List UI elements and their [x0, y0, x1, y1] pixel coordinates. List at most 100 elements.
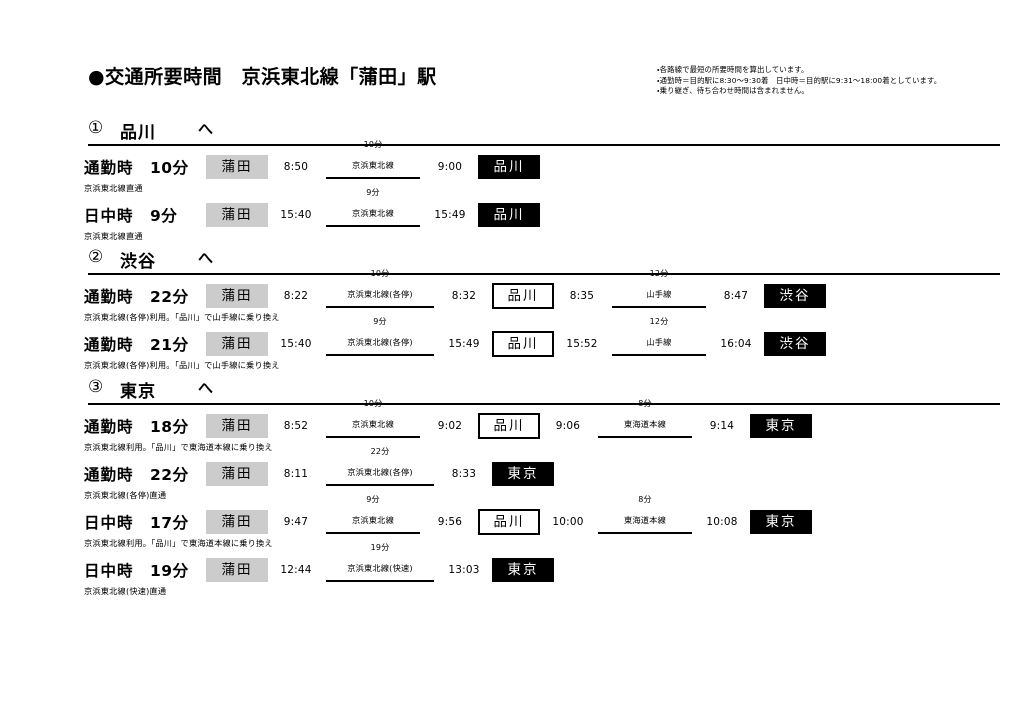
route-total-time: 18分: [150, 418, 189, 436]
leg-duration: 10分: [363, 140, 383, 149]
leg-line-name: 山手線: [646, 337, 672, 347]
route-leg: 19分京浜東北線(快速): [324, 543, 436, 585]
route-note: 京浜東北線直通: [84, 231, 143, 241]
destination-station-box: 品川: [478, 155, 540, 179]
departure-time: 12:44: [280, 564, 312, 576]
route-total-time: 22分: [150, 466, 189, 484]
leg-duration: 12分: [649, 317, 669, 326]
leg-duration: 19分: [370, 543, 390, 552]
rail-line-bar: [598, 531, 692, 534]
origin-station-box: 蒲田: [206, 203, 268, 227]
transfer-departure-time: 9:06: [555, 420, 581, 432]
arrival-time: 9:02: [437, 420, 463, 432]
rail-line-bar: [326, 579, 434, 582]
route-leg: 9分京浜東北線: [324, 495, 422, 537]
leg-line-name: 京浜東北線: [352, 515, 394, 525]
note-line: ・通勤時＝目的駅に8:30〜9:30着 日中時＝目的駅に9:31〜18:00着と…: [657, 75, 942, 85]
leg-duration: 9分: [366, 188, 380, 197]
transfer-departure-time: 15:52: [566, 338, 598, 350]
note-line: ・各路線で最短の所要時間を算出しています。: [657, 65, 809, 74]
destination-station-box: 東京: [750, 414, 812, 438]
route-note: 京浜東北線(快速)直通: [84, 586, 167, 596]
destination-station-box: 渋谷: [764, 284, 826, 308]
arrival-time: 13:03: [448, 564, 480, 576]
route-period: 通勤時: [84, 466, 134, 484]
transfer-station-box: 品川: [492, 283, 554, 309]
leg-duration: 9分: [366, 495, 380, 504]
route-period: 通勤時: [84, 159, 134, 177]
departure-time: 8:11: [283, 468, 309, 480]
section-destination: 東京: [120, 382, 156, 402]
destination-station-box: 渋谷: [764, 332, 826, 356]
origin-station-box: 蒲田: [206, 332, 268, 356]
arrival-time: 8:47: [723, 290, 749, 302]
route-period: 日中時: [84, 207, 134, 225]
destination-station-box: 東京: [750, 510, 812, 534]
destination-station-box: 東京: [492, 462, 554, 486]
route-total-time: 21分: [150, 336, 189, 354]
route-leg: 12分山手線: [610, 269, 708, 311]
leg-duration: 9分: [373, 317, 387, 326]
rail-line-bar: [326, 435, 420, 438]
route-leg: 10分京浜東北線(各停): [324, 269, 436, 311]
leg-line-name: 京浜東北線(各停): [347, 289, 413, 299]
route-total-time: 10分: [150, 159, 189, 177]
leg-line-name: 山手線: [646, 289, 672, 299]
arrival-time: 10:08: [706, 516, 738, 528]
leg-line-name: 京浜東北線(各停): [347, 337, 413, 347]
route-leg: 9分京浜東北線(各停): [324, 317, 436, 359]
rail-line-bar: [326, 305, 434, 308]
route-period: 通勤時: [84, 336, 134, 354]
page-title: ●交通所要時間 京浜東北線「蒲田」駅: [88, 66, 437, 88]
arrival-time: 16:04: [720, 338, 752, 350]
origin-station-box: 蒲田: [206, 155, 268, 179]
route-leg: 8分東海道本線: [596, 495, 694, 537]
transfer-departure-time: 10:00: [552, 516, 584, 528]
notes-block: ・各路線で最短の所要時間を算出しています。 ・通勤時＝目的駅に8:30〜9:30…: [657, 65, 997, 97]
departure-time: 9:47: [283, 516, 309, 528]
route-note: 京浜東北線利用。「品川」で東海道本線に乗り換え: [84, 442, 273, 452]
leg-duration: 10分: [370, 269, 390, 278]
section-suffix: へ: [198, 379, 214, 397]
origin-station-box: 蒲田: [206, 414, 268, 438]
route-total-time: 17分: [150, 514, 189, 532]
origin-station-box: 蒲田: [206, 284, 268, 308]
leg-line-name: 京浜東北線: [352, 208, 394, 218]
rail-line-bar: [612, 305, 706, 308]
departure-time: 15:40: [280, 338, 312, 350]
arrival-time: 15:49: [448, 338, 480, 350]
departure-time: 8:22: [283, 290, 309, 302]
leg-line-name: 京浜東北線: [352, 160, 394, 170]
rail-line-bar: [326, 176, 420, 179]
leg-duration: 12分: [649, 269, 669, 278]
route-leg: 10分京浜東北線: [324, 140, 422, 182]
route-note: 京浜東北線(各停)直通: [84, 490, 167, 500]
route-leg: 9分京浜東北線: [324, 188, 422, 230]
departure-time: 8:50: [283, 161, 309, 173]
arrival-time: 9:56: [437, 516, 463, 528]
route-period: 日中時: [84, 514, 134, 532]
route-leg: 12分山手線: [610, 317, 708, 359]
section-suffix: へ: [198, 249, 214, 267]
route-note: 京浜東北線利用。「品川」で東海道本線に乗り換え: [84, 538, 273, 548]
leg-duration: 8分: [638, 399, 652, 408]
route-period: 通勤時: [84, 418, 134, 436]
arrival-time: 8:32: [451, 290, 477, 302]
rail-line-bar: [326, 353, 434, 356]
route-period: 通勤時: [84, 288, 134, 306]
transfer-departure-time: 8:35: [569, 290, 595, 302]
route-note: 京浜東北線直通: [84, 183, 143, 193]
arrival-time: 8:33: [451, 468, 477, 480]
